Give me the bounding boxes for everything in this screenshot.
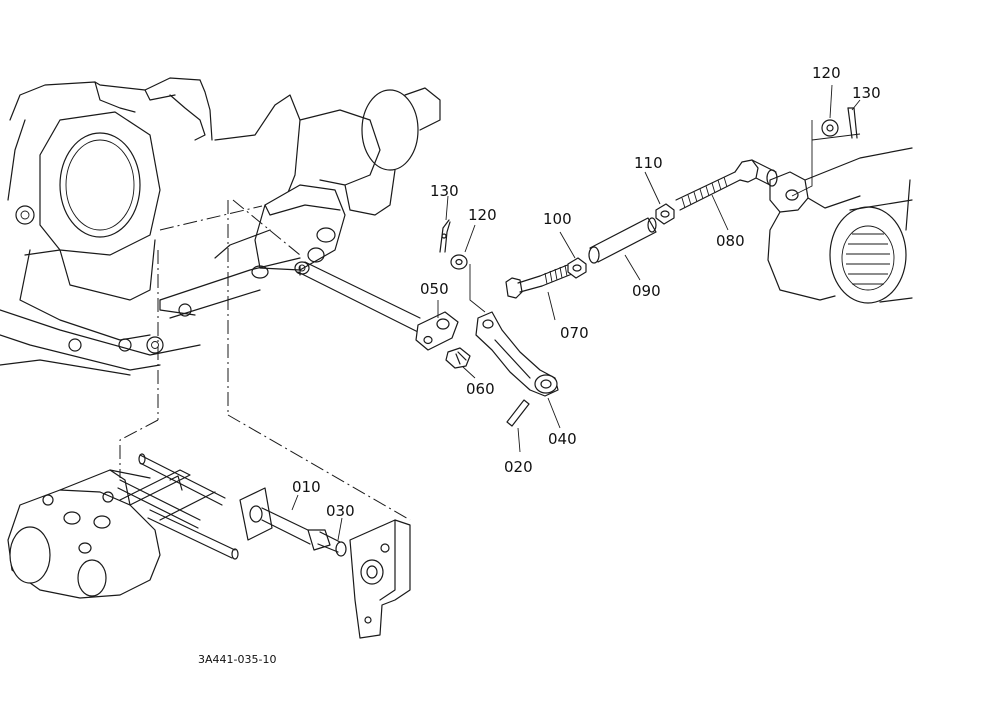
- label-120: 120: [468, 206, 497, 224]
- label-030: 030: [326, 502, 355, 520]
- label-050: 050: [420, 280, 449, 298]
- part-130-split-pin-top: [847, 107, 858, 139]
- label-060: 060: [466, 380, 495, 398]
- part-050-plate: [415, 311, 459, 351]
- label-130: 130: [430, 182, 459, 200]
- part-030-ring: [335, 541, 347, 557]
- leader-lines: [291, 84, 861, 541]
- label-020: 020: [504, 458, 533, 476]
- spools: [117, 453, 239, 560]
- part-040-lever: [475, 311, 559, 397]
- label-010: 010: [292, 478, 321, 496]
- engine-housing: [0, 77, 441, 376]
- label-080: 080: [716, 232, 745, 250]
- label-070: 070: [560, 324, 589, 342]
- cross-shaft: [297, 261, 421, 333]
- part-060-bolt: [445, 347, 471, 369]
- diagram-code: 3A441-035-10: [198, 653, 276, 666]
- part-120-washer-top: [821, 119, 839, 137]
- part-130-split-pin: [439, 219, 451, 253]
- part-010-shaft: [239, 487, 341, 553]
- part-120-washer: [450, 254, 468, 270]
- label-120-top: 120: [812, 64, 841, 82]
- label-090: 090: [632, 282, 661, 300]
- label-110: 110: [634, 154, 663, 172]
- label-040: 040: [548, 430, 577, 448]
- mounting-bracket: [349, 519, 411, 639]
- part-020-pin: [506, 399, 530, 427]
- label-100: 100: [543, 210, 572, 228]
- rod-assembly: [505, 159, 778, 299]
- center-lines: [157, 199, 301, 420]
- right-casting: [767, 147, 913, 304]
- part-labels: 010 020 030 040 050 060 070 080 090 100 …: [198, 64, 881, 666]
- valve-block: [7, 469, 161, 599]
- label-130-top: 130: [852, 84, 881, 102]
